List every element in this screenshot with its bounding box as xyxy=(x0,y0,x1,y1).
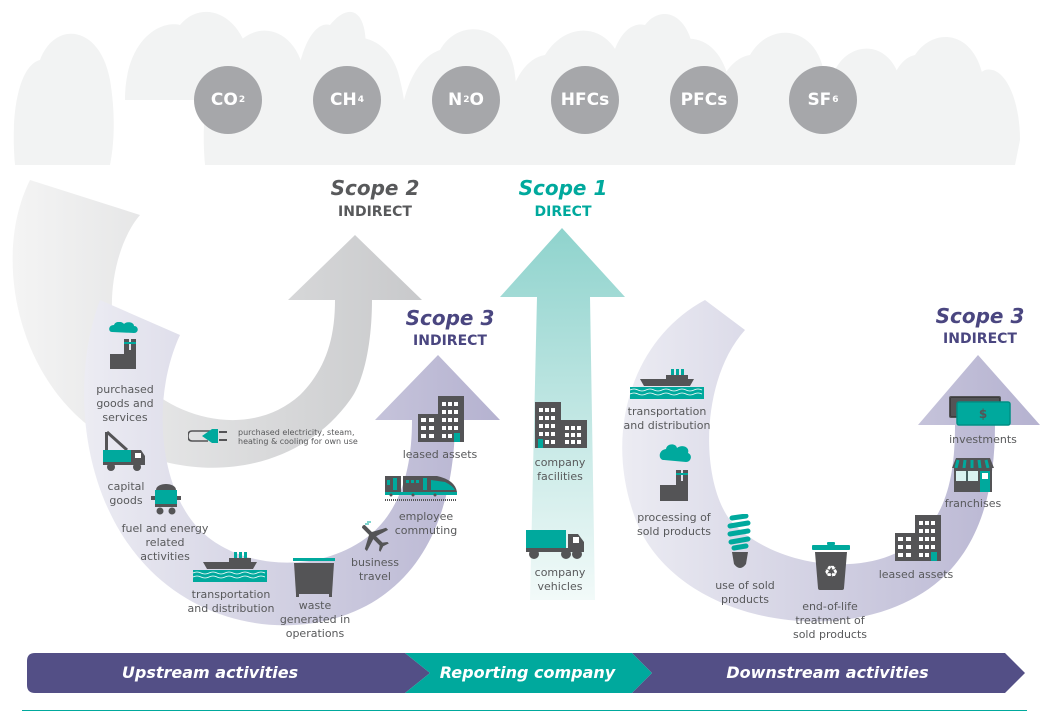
cloud xyxy=(295,11,366,111)
gas-label: CO xyxy=(210,90,238,110)
building-icon xyxy=(535,402,587,448)
train-icon xyxy=(385,476,457,501)
downstream-item-label: processing of sold products xyxy=(636,511,712,538)
crane-truck-icon xyxy=(103,430,145,471)
downstream-item-label: transportation and distribution xyxy=(623,405,711,432)
gas-subscript: 6 xyxy=(832,95,839,105)
bottom-divider xyxy=(22,710,1027,711)
power-plug-icon xyxy=(188,429,227,443)
money-icon: $ xyxy=(949,396,1011,426)
scope3-upstream-title: Scope 3 xyxy=(405,306,495,330)
cloud xyxy=(958,69,1020,165)
cloud xyxy=(709,32,828,165)
money-symbol: $ xyxy=(979,407,987,421)
waste-bin-icon xyxy=(293,558,335,597)
band-reporting-label: Reporting company xyxy=(439,663,616,682)
light-bulb-icon xyxy=(727,514,751,568)
scope3-upstream-subtitle: INDIRECT xyxy=(413,333,487,349)
band-downstream-segment xyxy=(632,653,1025,693)
scope3-downstream-subtitle: INDIRECT xyxy=(943,331,1017,347)
downstream-item-label: investments xyxy=(949,433,1017,446)
upstream-item-label: purchased goods and services xyxy=(96,383,154,424)
band-upstream-label: Upstream activities xyxy=(121,663,299,682)
band-downstream-label: Downstream activities xyxy=(726,663,929,682)
gas-subscript: 2 xyxy=(238,95,246,105)
band-upstream-segment xyxy=(27,653,430,693)
scope3-downstream-title: Scope 3 xyxy=(935,304,1025,328)
upstream-item-label: leased assets xyxy=(402,448,478,461)
factory-icon xyxy=(109,322,138,369)
gas-subscript: 2 xyxy=(463,95,470,105)
value-chain-band xyxy=(27,653,1025,693)
building-icon xyxy=(418,396,464,442)
factory-icon xyxy=(659,444,691,501)
downstream-item-label: end-of-life treatment of sold products xyxy=(792,600,868,641)
truck-icon xyxy=(526,530,584,559)
gas-subscript: 4 xyxy=(357,95,364,105)
gas-label-tail: O xyxy=(469,90,484,110)
scope2-subtitle: INDIRECT xyxy=(338,204,412,220)
upstream-item-label: capital goods xyxy=(107,480,145,507)
scope1-item-label: company facilities xyxy=(534,456,586,483)
scope2-title: Scope 2 xyxy=(330,176,420,200)
downstream-item-label: franchises xyxy=(944,497,1002,510)
downstream-item-label: leased assets xyxy=(878,568,954,581)
upstream-item-label: employee commuting xyxy=(394,510,458,537)
upstream-item-label: waste generated in operations xyxy=(279,599,351,640)
svg-text:♻: ♻ xyxy=(824,562,838,581)
gas-label: CH xyxy=(330,90,357,110)
downstream-item-label: use of sold products xyxy=(715,579,775,606)
recycle-bin-icon: ♻ xyxy=(812,542,850,590)
gas-label: PFCs xyxy=(680,90,728,110)
scope1-item-label: company vehicles xyxy=(534,566,586,593)
scope1-arrow xyxy=(500,228,625,600)
ship-icon xyxy=(630,369,704,399)
gas-hfcs: HFCs xyxy=(551,66,619,134)
airplane-icon xyxy=(361,521,389,552)
ship-icon xyxy=(193,552,267,582)
scope3-upstream-arrow xyxy=(84,300,501,626)
scope2-item-label: purchased electricity, steam, heating & … xyxy=(238,428,358,446)
gas-pfcs: PFCs xyxy=(670,66,738,134)
band-reporting-segment xyxy=(405,653,652,693)
gas-label: HFCs xyxy=(560,90,610,110)
gas-label: SF xyxy=(807,90,832,110)
scope1-subtitle: DIRECT xyxy=(534,204,592,220)
upstream-item-label: transportation and distribution xyxy=(187,588,275,615)
building-icon xyxy=(895,515,941,561)
coal-cart-icon xyxy=(151,484,181,515)
upstream-item-label: fuel and energy related activities xyxy=(121,522,209,563)
cloud xyxy=(13,33,114,165)
gas-label: N xyxy=(448,90,463,110)
storefront-icon xyxy=(952,458,994,492)
scope1-title: Scope 1 xyxy=(518,176,608,200)
upstream-item-label: business travel xyxy=(351,556,399,583)
cloud-bank xyxy=(13,11,1020,166)
